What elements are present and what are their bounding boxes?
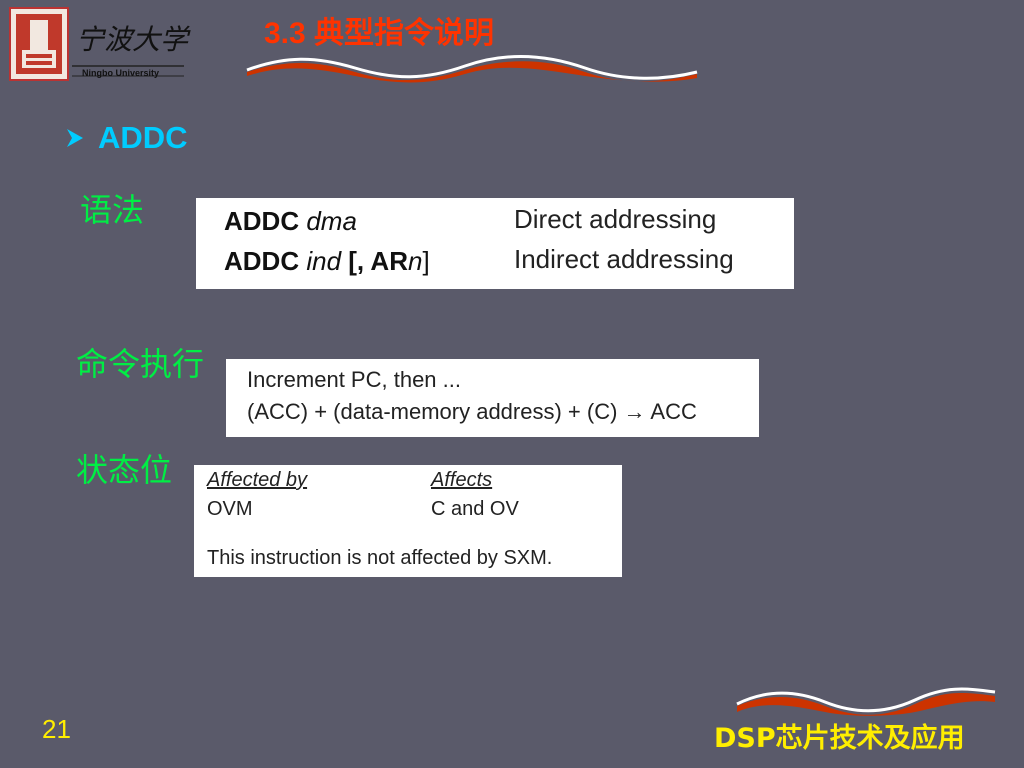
syntax-operand: ind — [306, 246, 342, 276]
affects-header: Affects — [431, 469, 493, 491]
syntax-op: ADDC — [224, 246, 300, 276]
syntax-register: [, AR — [341, 246, 408, 276]
university-emblem-icon — [9, 7, 184, 81]
syntax-op: ADDC — [224, 206, 300, 236]
syntax-desc-direct: Direct addressing — [514, 204, 717, 234]
syntax-register-index: n — [407, 246, 423, 276]
execution-label: 命令执行 — [76, 345, 205, 383]
title-wave-decoration — [246, 55, 698, 83]
affects-value: C and OV — [431, 498, 519, 520]
bullet-heading: ADDC — [64, 118, 188, 158]
status-note: This instruction is not affected by SXM. — [207, 547, 553, 569]
logo-name-cn: 宁波大学 — [76, 23, 189, 56]
syntax-bracket: ] — [422, 246, 430, 276]
syntax-operand: dma — [306, 206, 357, 236]
logo-name-en: Ningbo University — [82, 68, 160, 78]
execution-line-1: Increment PC, then ... — [247, 367, 461, 392]
affected-by-value: OVM — [207, 498, 253, 520]
status-label: 状态位 — [76, 451, 173, 489]
university-logo: 宁波大学 Ningbo University — [8, 6, 188, 84]
arrow-bullet-icon — [67, 129, 83, 147]
footer-wave-decoration — [736, 687, 996, 716]
syntax-desc-indirect: Indirect addressing — [514, 244, 734, 274]
execution-line-2: (ACC) + (data-memory address) + (C) → AC… — [247, 399, 697, 424]
syntax-row-indirect: ADDC ind [, ARn] — [224, 246, 430, 276]
syntax-label: 语法 — [80, 191, 145, 229]
slide-title: 3.3 典型指令说明 — [264, 17, 495, 50]
syntax-row-direct: ADDC dma — [224, 206, 357, 236]
course-footer: DSP芯片技术及应用 — [714, 723, 965, 754]
syntax-box: ADDC dma Direct addressing ADDC ind [, A… — [196, 198, 794, 289]
affected-by-header: Affected by — [207, 469, 308, 491]
execution-box: Increment PC, then ... (ACC) + (data-mem… — [226, 359, 759, 437]
page-number: 21 — [42, 714, 71, 744]
status-box: Affected by Affects OVM C and OV This in… — [194, 465, 622, 577]
instruction-heading: ADDC — [98, 120, 188, 155]
